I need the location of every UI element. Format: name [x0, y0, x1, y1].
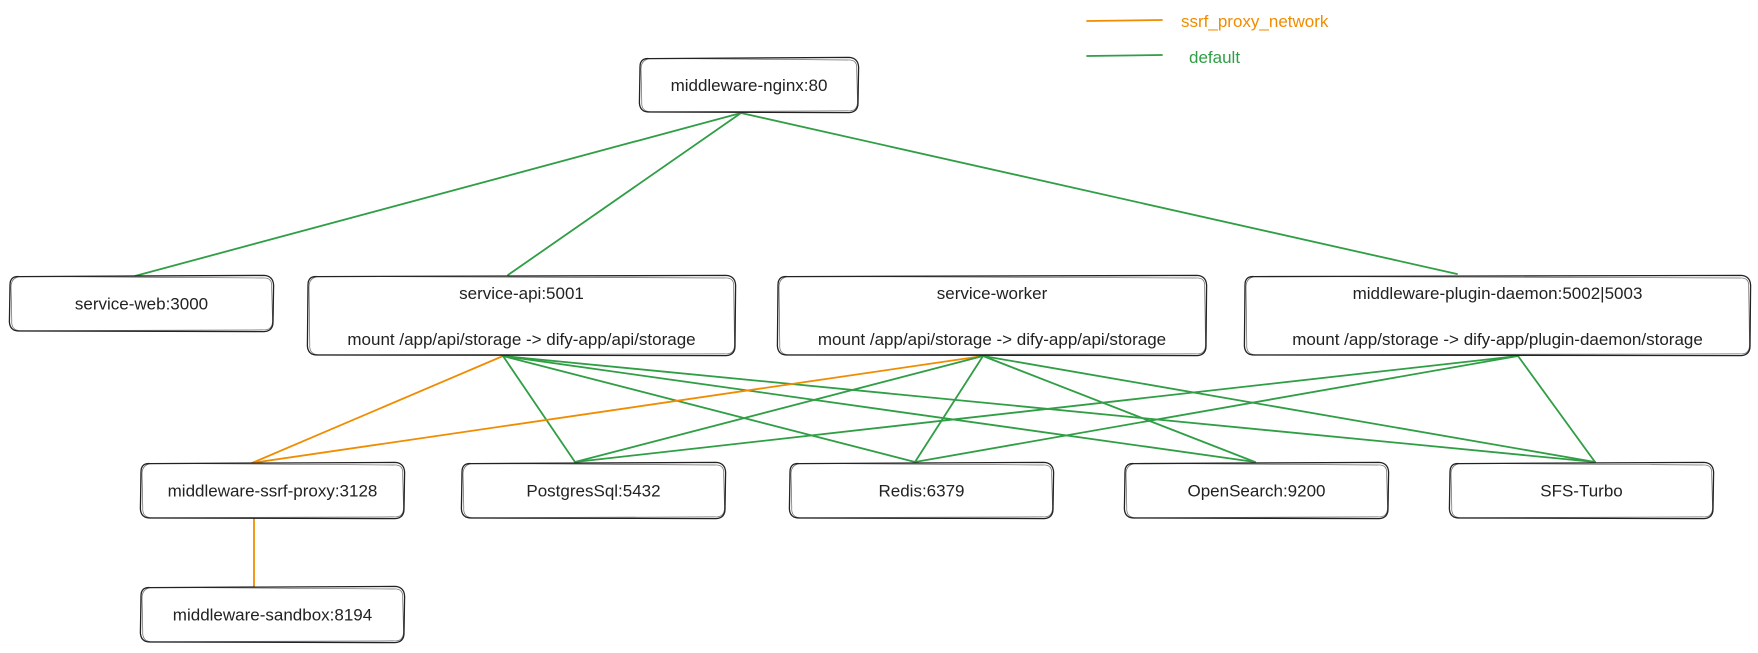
node-redis-box — [788, 461, 1055, 520]
node-ssrf-box — [139, 461, 406, 520]
edge-worker-to-redis — [914, 355, 984, 463]
node-os-label: OpenSearch:9200 — [1188, 482, 1326, 501]
node-pg-box — [460, 461, 727, 520]
node-ssrf: middleware-ssrf-proxy:3128 — [139, 461, 406, 520]
node-sfs-box-sketch — [1450, 463, 1713, 519]
edge-worker-to-os — [982, 355, 1256, 463]
node-os: OpenSearch:9200 — [1123, 461, 1390, 520]
node-api-mount: mount /app/api/storage -> dify-app/api/s… — [347, 330, 695, 349]
node-ssrf-label: middleware-ssrf-proxy:3128 — [168, 482, 378, 501]
node-web-label: service-web:3000 — [75, 295, 208, 314]
node-worker-box — [776, 274, 1208, 357]
edge-nginx-to-api — [507, 112, 742, 276]
edge-api-to-os — [502, 355, 1256, 463]
edge-worker-to-pg — [574, 355, 984, 463]
node-api-label: service-api:5001 — [459, 284, 584, 303]
node-web-box-sketch — [10, 276, 273, 332]
edge-nginx-to-web — [134, 112, 742, 277]
node-nginx-box — [638, 56, 860, 114]
node-redis-box-sketch — [790, 463, 1053, 519]
node-sandbox-label: middleware-sandbox:8194 — [173, 606, 372, 625]
node-sandbox-box — [139, 585, 406, 644]
edge-plugin-to-sfs — [1517, 355, 1596, 463]
node-nginx-box-sketch — [640, 58, 858, 113]
node-sfs: SFS-Turbo — [1448, 461, 1715, 520]
legend-swatch-default — [1086, 54, 1163, 57]
edges-layer — [134, 112, 1596, 588]
node-os-box — [1123, 461, 1390, 520]
node-plugin-box — [1243, 274, 1752, 357]
node-redis: Redis:6379 — [788, 461, 1055, 520]
node-worker-mount: mount /app/api/storage -> dify-app/api/s… — [818, 330, 1166, 349]
edge-plugin-to-pg — [574, 355, 1519, 463]
nodes-layer: middleware-nginx:80 service-web:3000 servi… — [8, 56, 1752, 644]
edge-nginx-to-plugin — [740, 112, 1458, 275]
node-web: service-web:3000 — [8, 274, 275, 333]
edge-worker-to-ssrf — [251, 355, 984, 464]
node-web-box — [8, 274, 275, 333]
node-worker-box-sketch — [778, 276, 1206, 356]
node-pg-label: PostgresSql:5432 — [526, 482, 660, 501]
legend-label-ssrf_proxy_network: ssrf_proxy_network — [1181, 12, 1329, 31]
legend-label-default: default — [1189, 48, 1240, 67]
node-sandbox-box-sketch — [141, 587, 404, 643]
node-pg: PostgresSql:5432 — [460, 461, 727, 520]
node-os-box-sketch — [1125, 463, 1388, 519]
edge-plugin-to-redis — [914, 355, 1519, 463]
edge-api-to-pg — [502, 355, 576, 463]
node-ssrf-box-sketch — [141, 463, 404, 519]
edge-api-to-redis — [502, 355, 916, 463]
node-redis-label: Redis:6379 — [878, 482, 964, 501]
node-sfs-box — [1448, 461, 1715, 520]
node-plugin-box-sketch — [1245, 276, 1750, 356]
edge-api-to-ssrf — [251, 355, 504, 464]
node-sandbox: middleware-sandbox:8194 — [139, 585, 406, 644]
node-pg-box-sketch — [462, 463, 725, 519]
node-nginx-label: middleware-nginx:80 — [671, 76, 828, 95]
node-sfs-label: SFS-Turbo — [1540, 482, 1623, 501]
edge-worker-to-sfs — [982, 355, 1596, 463]
node-nginx: middleware-nginx:80 — [638, 56, 860, 114]
node-plugin-mount: mount /app/storage -> dify-app/plugin-da… — [1292, 330, 1703, 349]
node-api-box — [306, 274, 737, 357]
node-plugin-label: middleware-plugin-daemon:5002|5003 — [1353, 284, 1643, 303]
node-api: service-api:5001 mount /app/api/storage -… — [306, 274, 737, 357]
node-plugin: middleware-plugin-daemon:5002|5003 mount … — [1243, 274, 1752, 357]
node-worker-label: service-worker — [937, 284, 1048, 303]
node-api-box-sketch — [308, 276, 735, 356]
node-worker: service-worker mount /app/api/storage -> … — [776, 274, 1208, 357]
legend-swatch-ssrf_proxy_network — [1086, 19, 1163, 22]
